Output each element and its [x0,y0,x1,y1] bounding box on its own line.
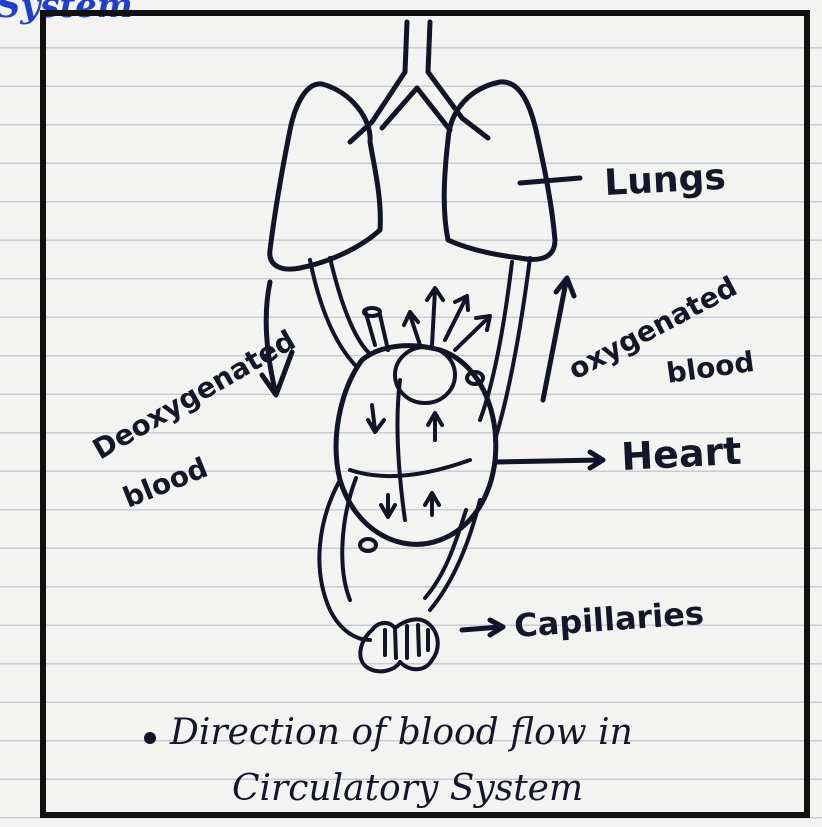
caption-line-1: Direction of blood flow in [169,712,633,753]
trachea [350,22,488,142]
left-lung [270,84,381,269]
label-deoxygenated-blood: blood [118,451,212,515]
capillary-loops [385,625,428,658]
label-capillaries: Capillaries [513,594,705,645]
aorta-arrows [404,288,490,350]
label-lungs: Lungs [603,157,726,204]
label-heart: Heart [620,429,742,479]
caption-bullet [144,732,156,744]
caption-line-2: Circulatory System [232,768,583,809]
label-deoxygenated: Deoxygenated [87,323,301,466]
right-lung [444,82,555,260]
label-oxygenated-blood: blood [664,345,756,390]
